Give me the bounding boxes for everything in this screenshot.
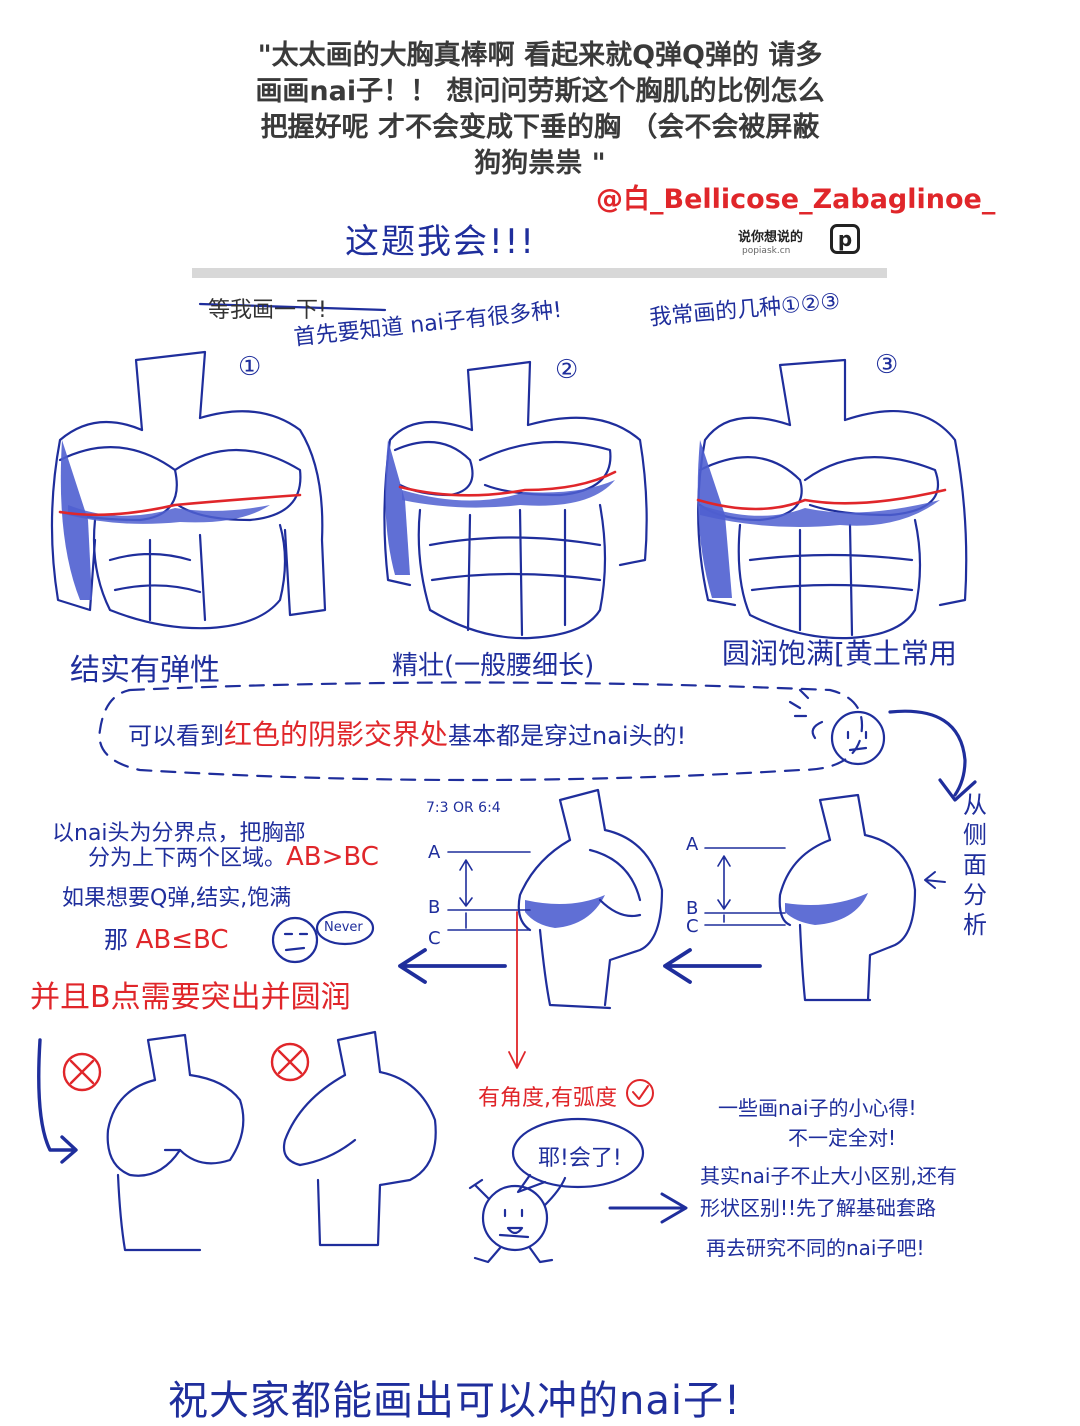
- bubble-suffix: 基本都是穿过nai头的!: [448, 722, 687, 750]
- brand-url: popiask.cn: [742, 246, 791, 256]
- bubble-note: 可以看到红色的阴影交界处基本都是穿过nai头的!: [128, 713, 686, 753]
- bad-torso-drawing-1: [106, 1033, 245, 1252]
- cross-marks: [62, 1042, 310, 1092]
- doodle-face-1: [788, 688, 886, 766]
- curve-arrow-right: [888, 709, 967, 797]
- question-line-1: "太太画的大胸真棒啊 看起来就Q弹Q弹的 请多: [257, 40, 823, 71]
- yeah-text: 耶!会了!: [538, 1146, 622, 1171]
- tips-line-1: 一些画nai子的小心得!: [718, 1096, 917, 1120]
- question-line-3: 把握好呢 才不会变成下垂的胸 （会不会被屏蔽: [260, 112, 820, 143]
- answer-title: 这题我会!!!: [345, 222, 536, 262]
- type-number-3: ③: [875, 350, 899, 380]
- arrow-left-1: [398, 948, 507, 984]
- rule-line-4-text: 那: [104, 926, 128, 954]
- cross-icon-1: [62, 1052, 102, 1092]
- label-a-1: A: [428, 842, 441, 863]
- side-torso-drawing-1: [517, 788, 664, 1010]
- ratio-note: 7:3 OR 6:4: [426, 800, 501, 816]
- tips-line-3: 其实nai子不止大小区别,还有: [700, 1164, 957, 1188]
- rule-ab-gt-bc: AB>BC: [286, 842, 379, 872]
- bent-arrow: [37, 1038, 78, 1164]
- wait-note: 等我画一下!: [208, 298, 327, 323]
- doodle-character: [468, 1176, 567, 1264]
- type-label-3: 圆润饱满[黄土常用: [722, 637, 957, 670]
- bubble-red-text: 红色的阴影交界处: [224, 718, 449, 751]
- torso-drawing-1: [50, 350, 327, 630]
- point-b-note: 并且B点需要突出并圆润: [30, 980, 351, 1015]
- label-c-2: C: [686, 916, 699, 937]
- label-b-1: B: [428, 897, 441, 918]
- never-text: Never: [324, 920, 363, 935]
- tips-line-4: 形状区别!!先了解基础套路: [700, 1196, 937, 1220]
- doodle-face-never: [271, 910, 375, 964]
- tips-line-5: 再去研究不同的nai子吧!: [706, 1236, 925, 1260]
- tips-line-2: 不一定全对!: [788, 1126, 897, 1150]
- red-down-arrow: [508, 911, 526, 1069]
- angle-note: 有角度,有弧度: [478, 1086, 617, 1111]
- type-number-2: ②: [555, 355, 579, 385]
- torso-drawing-3: [696, 358, 968, 640]
- type-number-1: ①: [238, 352, 262, 382]
- author-handle: @白_Bellicose_Zabaglinoe_: [596, 184, 996, 215]
- type-label-1: 结实有弹性: [70, 653, 220, 688]
- rule-line-1: 以nai头为分界点，把胸部: [52, 821, 306, 846]
- question-line-2: 画画nai子！！ 想问问劳斯这个胸肌的比例怎么: [255, 76, 825, 107]
- side-analysis-note: 从侧面分析: [963, 791, 987, 939]
- question-line-4: 狗狗祟祟 ": [474, 148, 606, 179]
- rule-line-3: 如果想要Q弹,结实,饱满: [62, 886, 292, 911]
- rule-ab-le-bc: AB≤BC: [135, 925, 229, 955]
- label-a-2: A: [686, 834, 699, 855]
- type-label-2: 精壮(一般腰细长): [392, 651, 595, 681]
- strike-line: [198, 302, 387, 312]
- question-text: "太太画的大胸真棒啊 看起来就Q弹Q弹的 请多 画画nai子！！ 想问问劳斯这个…: [0, 38, 1080, 182]
- bad-torso-drawing-2: [282, 1030, 437, 1247]
- arrow-left-2: [663, 948, 762, 984]
- side-torso-drawing-2: [778, 793, 917, 1002]
- brand-text: 说你想说的: [738, 230, 804, 245]
- label-b-2: B: [686, 898, 699, 919]
- p-logo-icon: p: [830, 224, 860, 254]
- arrow-right: [608, 1192, 688, 1224]
- closing-message: 祝大家都能画出可以冲的nai子!: [168, 1378, 742, 1424]
- check-icon: [626, 1079, 654, 1107]
- divider: [192, 268, 887, 278]
- rule-line-4: 那 AB≤BC: [104, 920, 229, 955]
- speech-bubble: [511, 1117, 645, 1189]
- torso-drawing-2: [383, 360, 648, 640]
- bubble-prefix: 可以看到: [128, 722, 224, 750]
- label-c-1: C: [428, 928, 441, 949]
- cross-icon-2: [270, 1042, 310, 1082]
- rule-line-2-text: 分为上下两个区域。: [88, 846, 287, 871]
- rule-line-2: 分为上下两个区域。AB>BC: [88, 840, 379, 872]
